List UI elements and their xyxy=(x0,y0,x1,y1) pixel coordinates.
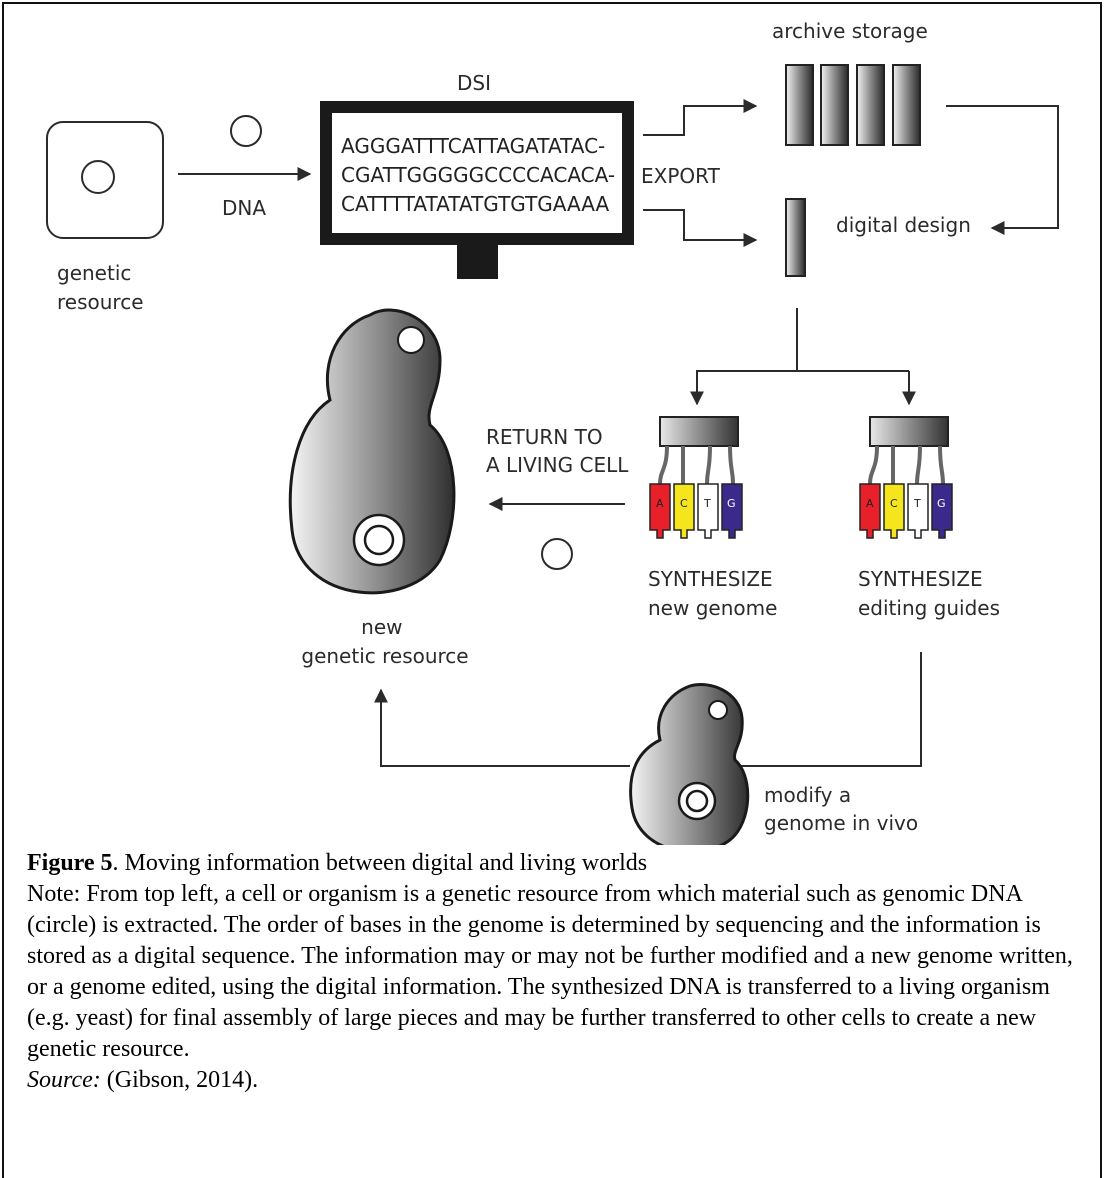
figure-caption: Figure 5. Moving information between dig… xyxy=(27,848,1087,1096)
source-text: (Gibson, 2014). xyxy=(100,1067,259,1093)
guides-to-modify-line xyxy=(735,652,922,767)
svg-text:C: C xyxy=(890,497,898,510)
caption-note: Note: From top left, a cell or organism … xyxy=(27,881,1073,1062)
new-resource-label: new genetic resource xyxy=(301,615,468,668)
monitor-stand xyxy=(457,243,498,279)
export-arrow-archive xyxy=(643,99,758,136)
base-T-genome: T xyxy=(697,483,719,539)
svg-text:A: A xyxy=(656,497,664,510)
genetic-resource-label: genetic resource xyxy=(57,261,144,314)
svg-text:A: A xyxy=(866,497,874,510)
svg-text:G: G xyxy=(937,497,946,510)
figure-title: . Moving information between digital and… xyxy=(112,850,648,876)
base-A-guides: A xyxy=(859,483,881,539)
caption-source: Source: (Gibson, 2014). xyxy=(27,1065,1087,1096)
svg-text:T: T xyxy=(913,497,921,510)
synth-dna-circle xyxy=(541,538,573,570)
base-C-guides: C xyxy=(883,483,905,539)
source-label: Source: xyxy=(27,1067,101,1093)
archive-storage-bars xyxy=(785,64,921,146)
base-T-guides: T xyxy=(907,483,929,539)
modify-cell xyxy=(629,683,750,845)
base-G-guides: G xyxy=(931,483,953,539)
base-C-genome: C xyxy=(673,483,695,539)
genomic-dna-circle xyxy=(81,160,115,194)
figure-number: Figure 5 xyxy=(27,850,113,876)
svg-text:T: T xyxy=(703,497,711,510)
dsi-monitor xyxy=(320,101,634,245)
synth-guides-label: SYNTHESIZE editing guides xyxy=(858,567,1000,620)
export-label: EXPORT xyxy=(641,164,721,188)
svg-text:G: G xyxy=(727,497,736,510)
svg-text:C: C xyxy=(680,497,688,510)
dna-label: DNA xyxy=(222,196,266,220)
base-G-genome: G xyxy=(721,483,743,539)
synthesizer-new-genome: A C T G xyxy=(649,416,743,539)
digital-design-label: digital design xyxy=(836,213,971,237)
base-A-genome: A xyxy=(649,483,671,539)
dsi-label: DSI xyxy=(457,71,491,95)
digital-design-bar xyxy=(785,198,806,277)
synthesizer-editing-guides: A C T G xyxy=(859,416,953,539)
modify-label: modify a genome in vivo xyxy=(764,783,918,835)
archive-label: archive storage xyxy=(772,19,928,43)
dsi-flow-diagram: genetic resource DNA DSI AGGGATTTCATTAGA… xyxy=(46,19,1059,845)
dsi-sequence: AGGGATTTCATTAGATATAC- CGATTGGGGGCCCCACAC… xyxy=(341,134,621,216)
modify-to-resource-arrow xyxy=(374,688,630,767)
archive-to-design-arrow xyxy=(946,105,1059,235)
synth-genome-label: SYNTHESIZE new genome xyxy=(648,567,779,620)
caption-title: Figure 5. Moving information between dig… xyxy=(27,848,1087,879)
export-arrow-design xyxy=(643,209,758,247)
dna-circle xyxy=(230,115,262,147)
new-genetic-resource-cell xyxy=(288,308,456,595)
return-label: RETURN TO A LIVING CELL xyxy=(486,425,629,477)
